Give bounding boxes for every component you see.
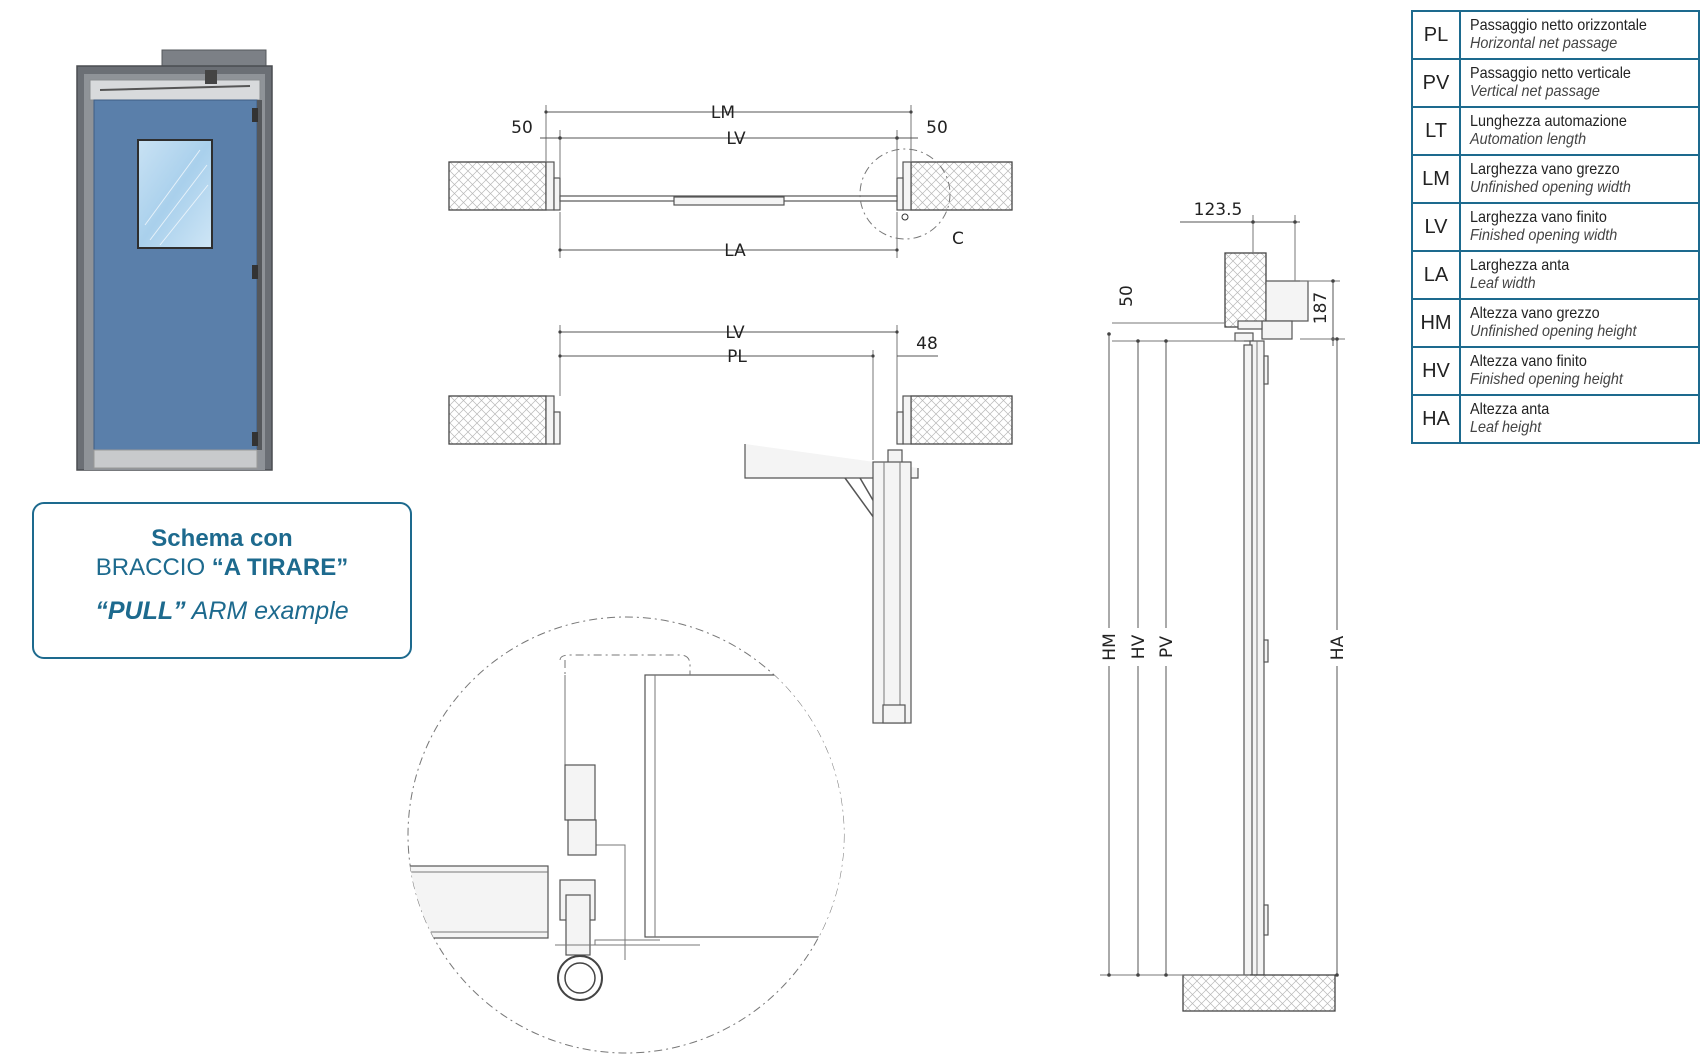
legend-italian: Passaggio netto orizzontale bbox=[1470, 17, 1647, 34]
legend-english: Unfinished opening height bbox=[1470, 323, 1637, 340]
detail-c-label: C bbox=[952, 229, 964, 249]
legend-english: Finished opening height bbox=[1470, 371, 1623, 388]
legend-english: Leaf width bbox=[1470, 275, 1536, 292]
legend-italian: Larghezza vano grezzo bbox=[1470, 161, 1620, 178]
door-illustration bbox=[76, 49, 273, 471]
dim-lv-bottom: LV bbox=[725, 323, 745, 343]
title-line-2: BRACCIO “A TIRARE” bbox=[95, 554, 349, 581]
legend-code: LM bbox=[1411, 154, 1461, 204]
legend-code: PL bbox=[1411, 10, 1461, 60]
vertical-section: 123.5 187 50 HM HV PV HA bbox=[1098, 200, 1350, 1012]
dim-la: LA bbox=[724, 241, 746, 261]
dim-lv-top: LV bbox=[726, 129, 746, 149]
legend-english: Horizontal net passage bbox=[1470, 35, 1618, 52]
legend-italian: Altezza vano finito bbox=[1470, 353, 1587, 370]
open-leaf bbox=[872, 461, 912, 724]
title-line-3: “PULL” ARM example bbox=[95, 597, 349, 625]
dim-ha: HA bbox=[1328, 635, 1348, 660]
dim-187: 187 bbox=[1311, 292, 1331, 324]
example-title-box: Schema con BRACCIO “A TIRARE” “PULL” ARM… bbox=[32, 502, 412, 659]
dim-hv: HV bbox=[1129, 634, 1149, 659]
plan-view-bottom: LV PL 48 bbox=[448, 323, 1013, 724]
legend-italian: Larghezza vano finito bbox=[1470, 209, 1607, 226]
detail-c-view bbox=[407, 616, 845, 1054]
legend-code: LV bbox=[1411, 202, 1461, 252]
detail-c-marker bbox=[859, 148, 951, 240]
dim-48: 48 bbox=[916, 334, 938, 354]
legend-code: LT bbox=[1411, 106, 1461, 156]
legend-code: LA bbox=[1411, 250, 1461, 300]
legend-code: PV bbox=[1411, 58, 1461, 108]
dim-50-left: 50 bbox=[511, 118, 533, 138]
legend-english: Vertical net passage bbox=[1470, 83, 1600, 100]
kick-plate bbox=[93, 449, 258, 469]
dim-pl: PL bbox=[727, 347, 747, 367]
dim-123-5: 123.5 bbox=[1194, 200, 1243, 220]
legend-english: Finished opening width bbox=[1470, 227, 1618, 244]
legend-italian: Lunghezza automazione bbox=[1470, 113, 1627, 130]
legend-english: Leaf height bbox=[1470, 419, 1542, 436]
legend-italian: Altezza anta bbox=[1470, 401, 1550, 418]
dim-pv: PV bbox=[1157, 636, 1177, 658]
title-line-1: Schema con bbox=[151, 525, 293, 552]
legend-italian: Altezza vano grezzo bbox=[1470, 305, 1600, 322]
dim-hm: HM bbox=[1100, 633, 1120, 660]
legend-english: Automation length bbox=[1470, 131, 1587, 148]
dim-50-section: 50 bbox=[1117, 285, 1137, 307]
legend-code: HM bbox=[1411, 298, 1461, 348]
legend-italian: Larghezza anta bbox=[1470, 257, 1570, 274]
dim-50-right: 50 bbox=[926, 118, 948, 138]
legend-code: HV bbox=[1411, 346, 1461, 396]
legend-english: Unfinished opening width bbox=[1470, 179, 1631, 196]
legend-italian: Passaggio netto verticale bbox=[1470, 65, 1631, 82]
door-window bbox=[137, 139, 213, 249]
operator-box bbox=[161, 49, 267, 67]
plan-view-top: C LM LV 50 50 LA bbox=[448, 103, 1013, 261]
dim-lm-top: LM bbox=[711, 103, 735, 123]
legend-code: HA bbox=[1411, 394, 1461, 444]
